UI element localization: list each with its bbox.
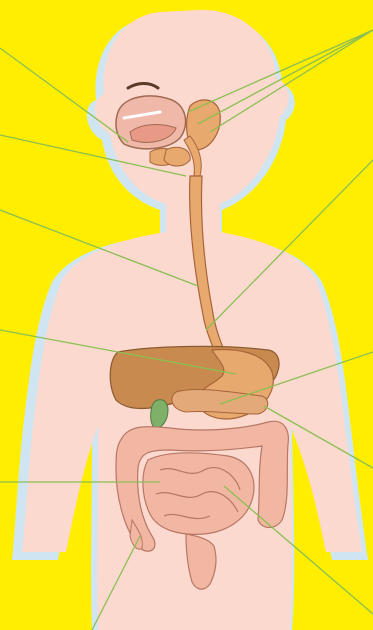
salivary-gland-submandibular	[164, 147, 190, 166]
